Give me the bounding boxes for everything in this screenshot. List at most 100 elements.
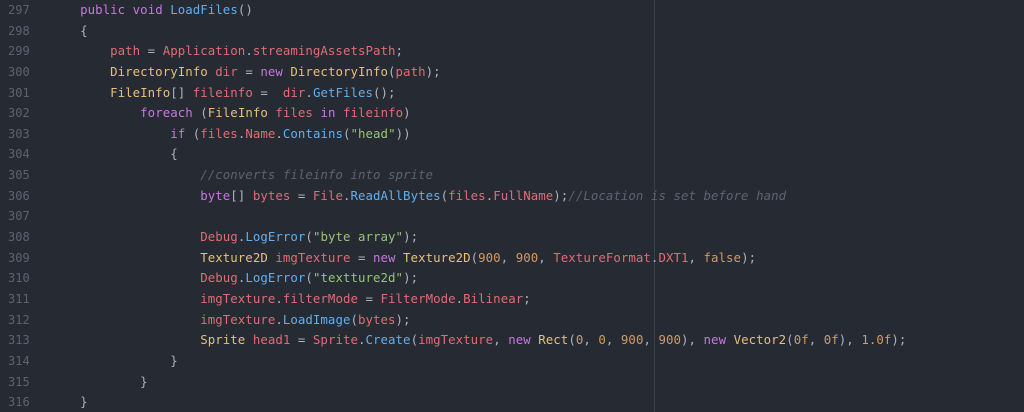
type-token: Texture2D — [200, 249, 268, 265]
code-text[interactable]: path = Application.streamingAssetsPath; — [20, 41, 403, 62]
identifier-token: files — [275, 105, 313, 121]
identifier-token: FullName — [493, 187, 554, 203]
number-token: 0f — [793, 332, 809, 348]
punctuation-token — [726, 332, 734, 347]
code-text[interactable]: DirectoryInfo dir = new DirectoryInfo(pa… — [20, 62, 441, 83]
identifier-token: dir — [215, 63, 238, 79]
punctuation-token: ); — [741, 249, 757, 265]
code-text[interactable]: } — [20, 392, 88, 412]
indent — [20, 2, 80, 17]
comment-token: //converts fileinfo into sprite — [200, 167, 434, 183]
line-number: 311 — [8, 291, 30, 306]
code-text[interactable]: imgTexture.LoadImage(bytes); — [20, 310, 411, 331]
code-text[interactable]: Texture2D imgTexture = new Texture2D(900… — [20, 248, 756, 269]
punctuation-token: . — [485, 187, 494, 203]
number-token: 900 — [658, 332, 682, 348]
keyword-token: in — [320, 105, 336, 121]
code-text[interactable]: Debug.LogError("byte array"); — [20, 227, 418, 248]
punctuation-token: = — [290, 332, 313, 348]
punctuation-token: { — [80, 22, 88, 38]
punctuation-token: = — [140, 43, 163, 59]
punctuation-token: ( — [410, 332, 419, 348]
indent — [20, 146, 170, 161]
punctuation-token: [] — [230, 187, 253, 203]
punctuation-token: = — [290, 187, 313, 203]
code-text[interactable]: foreach (FileInfo files in fileinfo) — [20, 103, 411, 124]
line-number: 307 — [8, 209, 30, 224]
indent — [20, 394, 80, 409]
punctuation-token: )) — [395, 125, 411, 141]
identifier-token: Bilinear — [463, 290, 524, 306]
punctuation-token: ) — [403, 105, 411, 121]
punctuation-token: { — [170, 146, 178, 162]
punctuation-token: = — [252, 84, 283, 100]
code-text[interactable]: imgTexture.filterMode = FilterMode.Bilin… — [20, 289, 531, 310]
identifier-token: Debug — [200, 229, 238, 245]
code-text[interactable]: Debug.LogError("textture2d"); — [20, 268, 418, 289]
code-text[interactable]: Sprite head1 = Sprite.Create(imgTexture,… — [20, 330, 906, 351]
code-text[interactable]: public void LoadFiles() — [20, 0, 253, 21]
function-token: LogError — [245, 229, 306, 245]
indent — [20, 105, 140, 120]
line-number: 308 — [8, 230, 30, 245]
line-number: 314 — [8, 353, 30, 368]
keyword-token: public — [80, 2, 126, 17]
code-text[interactable]: { — [20, 21, 88, 42]
code-text[interactable]: if (files.Name.Contains("head")) — [20, 124, 411, 145]
punctuation-token — [336, 105, 344, 120]
number-token: 0 — [598, 332, 606, 348]
code-text[interactable]: } — [20, 351, 178, 372]
indent — [20, 291, 200, 306]
line-number: 309 — [8, 250, 30, 265]
line-number: 313 — [8, 333, 30, 348]
indent — [20, 374, 140, 389]
punctuation-token: . — [237, 270, 246, 286]
punctuation-token: ); — [425, 63, 441, 79]
punctuation-token: , — [643, 332, 659, 348]
punctuation-token: , — [605, 332, 621, 348]
code-text[interactable]: { — [20, 144, 178, 165]
code-text[interactable]: //converts fileinfo into sprite — [20, 165, 433, 186]
indent — [20, 353, 170, 368]
punctuation-token: ), — [681, 332, 704, 348]
identifier-token: bytes — [252, 187, 291, 203]
line-number: 304 — [8, 147, 30, 162]
punctuation-token: , — [538, 249, 554, 265]
identifier-token: Application — [162, 43, 246, 59]
indent — [20, 64, 110, 79]
punctuation-token: ); — [403, 229, 419, 245]
indent — [20, 312, 200, 327]
function-token: GetFiles — [312, 84, 374, 100]
punctuation-token: , — [688, 249, 704, 265]
punctuation-token: ( — [440, 187, 449, 203]
punctuation-token — [245, 332, 253, 347]
identifier-token: imgTexture — [418, 332, 494, 348]
function-token: LoadFiles — [170, 2, 238, 17]
indent — [20, 188, 200, 203]
identifier-token: imgTexture — [275, 249, 351, 265]
identifier-token: filterMode — [282, 290, 358, 306]
punctuation-token: ); — [553, 187, 569, 203]
line-number: 312 — [8, 312, 30, 327]
type-token: Texture2D — [403, 249, 471, 265]
number-token: 900 — [478, 249, 501, 265]
punctuation-token: ( — [388, 63, 396, 79]
punctuation-token: . — [357, 332, 366, 348]
comment-token: //Location is set before hand — [568, 187, 787, 203]
identifier-token: Name — [245, 125, 276, 141]
code-text[interactable]: } — [20, 372, 148, 393]
punctuation-token: ); — [395, 311, 411, 327]
keyword-token: new — [703, 332, 727, 348]
punctuation-token: ( — [350, 311, 358, 327]
identifier-token: dir — [282, 84, 306, 100]
punctuation-token: . — [650, 249, 659, 265]
punctuation-token: . — [342, 187, 351, 203]
indent — [20, 85, 110, 100]
code-text[interactable]: FileInfo[] fileinfo = dir.GetFiles(); — [20, 83, 396, 104]
punctuation-token: . — [245, 43, 253, 59]
type-token: Rect — [538, 332, 569, 348]
line-number: 305 — [8, 168, 30, 183]
keyword-token: new — [508, 332, 531, 348]
code-text[interactable]: byte[] bytes = File.ReadAllBytes(files.F… — [20, 186, 786, 207]
